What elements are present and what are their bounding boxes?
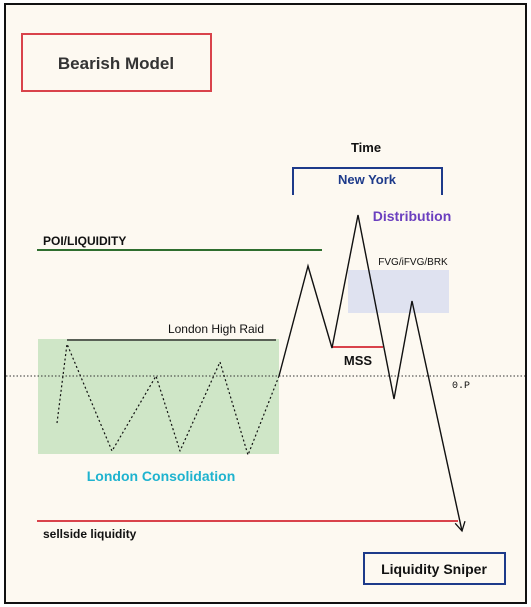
london-consolidation-zone <box>38 339 279 454</box>
mss-label: MSS <box>344 353 373 368</box>
liquidity-sniper-badge <box>363 552 506 585</box>
distribution-label: Distribution <box>373 208 452 224</box>
opening-price-label: 0.P <box>452 381 470 392</box>
london-consolidation-label: London Consolidation <box>87 468 236 484</box>
fvg-label: FVG/iFVG/BRK <box>378 257 448 268</box>
title-box <box>21 33 212 92</box>
time-label: Time <box>351 140 381 155</box>
liquidity-sniper-label: Liquidity Sniper <box>381 561 487 577</box>
poi-liquidity-label: POI/LIQUIDITY <box>43 234 126 248</box>
sellside-liquidity-label: sellside liquidity <box>43 527 137 541</box>
new-york-session-bracket <box>292 167 443 195</box>
fvg-zone <box>348 270 449 313</box>
session-label: New York <box>338 172 397 187</box>
price-path <box>278 214 466 533</box>
london-high-raid-label: London High Raid <box>168 322 264 336</box>
diagram-title: Bearish Model <box>58 54 174 73</box>
